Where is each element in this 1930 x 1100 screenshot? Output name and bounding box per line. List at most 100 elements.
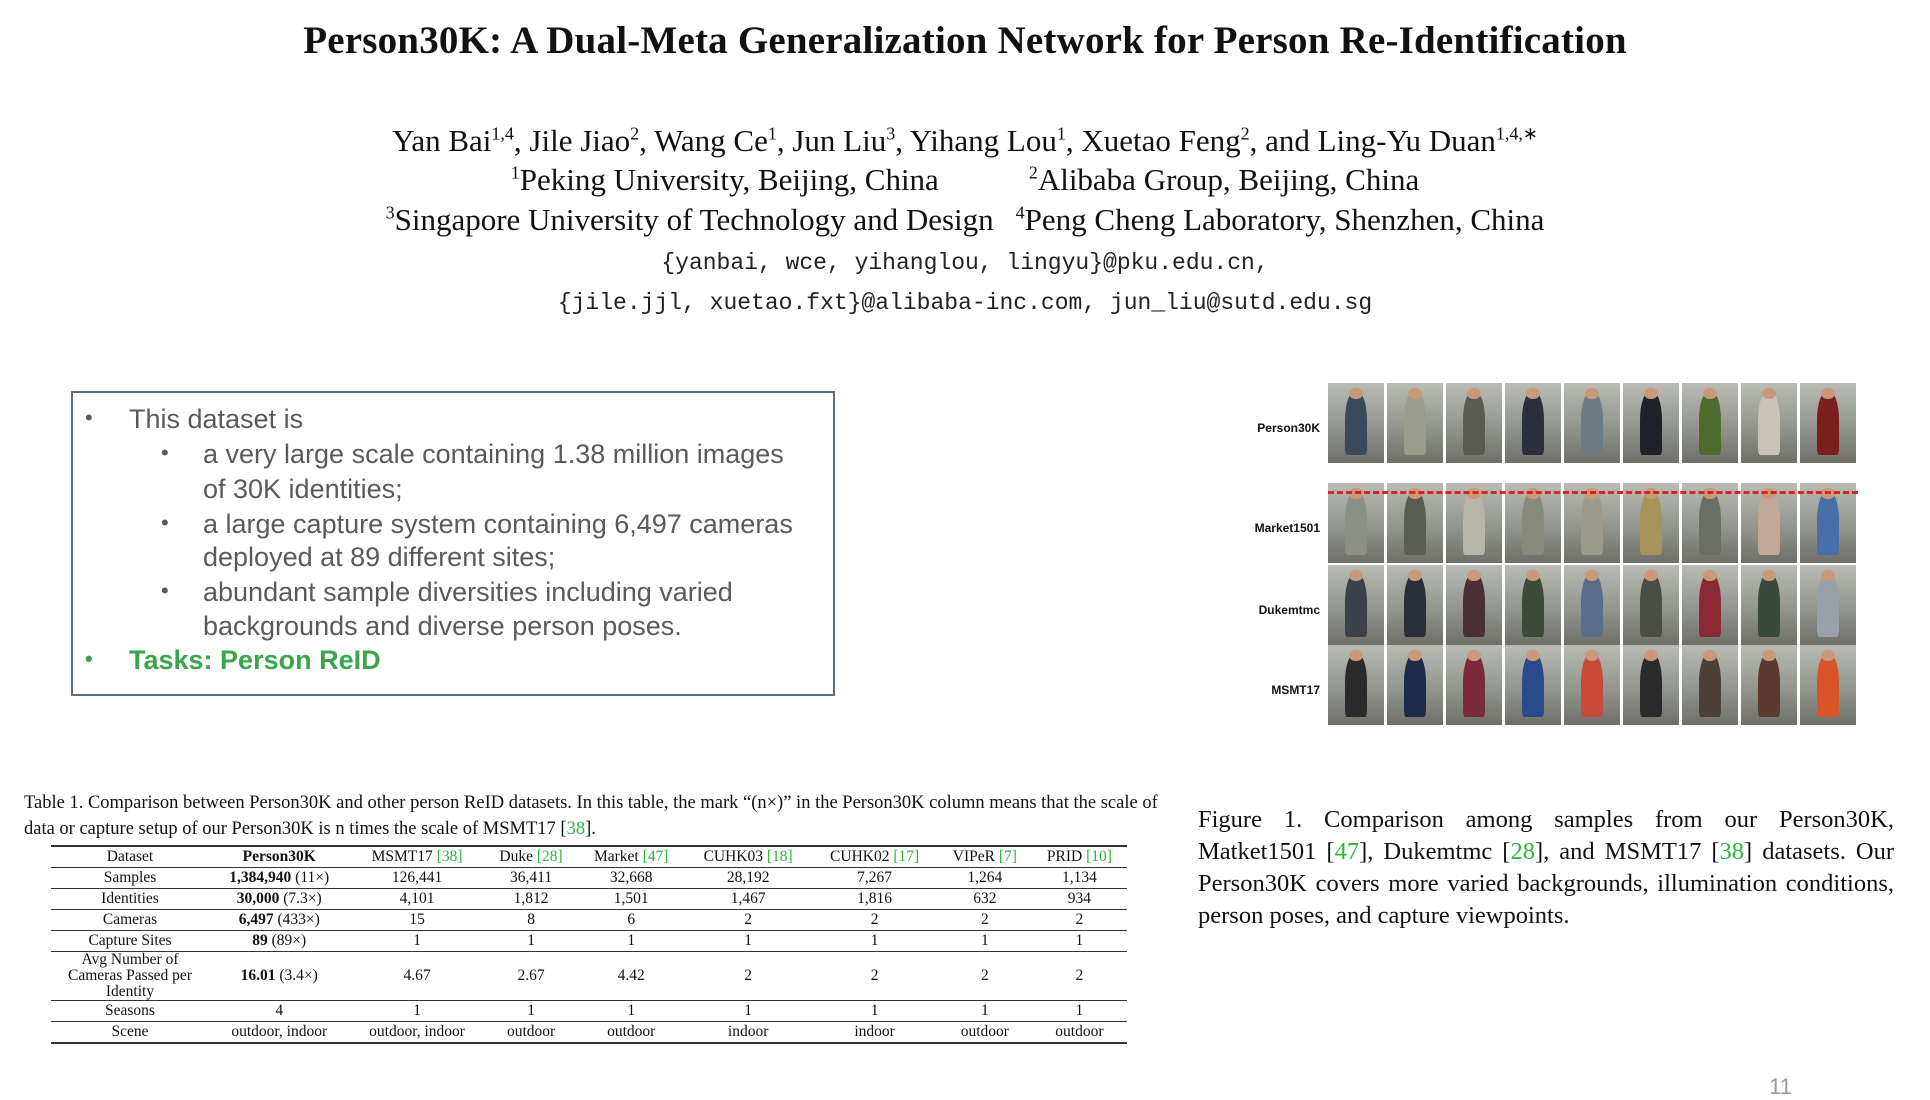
row-label: Samples	[103, 869, 157, 886]
citation-link[interactable]: 38	[1719, 838, 1745, 865]
table-cell: outdoor	[960, 1023, 1009, 1040]
bullet-marker: •	[161, 510, 169, 535]
author-name: Jun Liu	[792, 123, 887, 158]
table-cell: 1	[870, 932, 879, 949]
figure-row-label: MSMT17	[1271, 683, 1320, 697]
citation-link[interactable]: 28	[542, 848, 558, 865]
table-row: Avg Number of Cameras Passed per Identit…	[51, 952, 1127, 1001]
affiliation-mark: 1,4,∗	[1495, 123, 1538, 144]
column-header: Duke [28]	[499, 848, 563, 865]
person30k-ratio: (7.3×)	[283, 890, 322, 907]
row-label: Scene	[111, 1023, 149, 1040]
email-line-2: {jile.jjl, xuetao.fxt}@alibaba-inc.com, …	[557, 290, 1373, 316]
person-sample-image	[1505, 383, 1561, 463]
table-cell: 2	[1075, 911, 1084, 928]
affiliations-line-1: 1Peking University, Beijing, China 2Aliba…	[0, 162, 1930, 198]
person-sample-image	[1328, 483, 1384, 563]
person30k-ratio: (89×)	[271, 932, 307, 949]
table-cell: 934	[1067, 890, 1092, 907]
table-cell: 1	[744, 932, 752, 949]
figure-caption-text: ] datasets. Our Person30K covers more va…	[1198, 838, 1895, 929]
author-name: Yihang Lou	[909, 123, 1057, 158]
table-cell: outdoor	[607, 1023, 656, 1040]
person-sample-image	[1505, 645, 1561, 725]
person30k-value: 30,000	[236, 890, 280, 907]
citation-link[interactable]: 38	[566, 819, 586, 839]
citation-link[interactable]: 28	[1510, 838, 1535, 865]
figure-row-label: Dukemtmc	[1258, 603, 1320, 617]
bullet-diversity-line-1: abundant sample diversities including va…	[203, 577, 733, 607]
citation-link[interactable]: 17	[898, 848, 915, 865]
row-label: Seasons	[105, 1002, 155, 1019]
author-name: Wang Ce	[654, 123, 768, 158]
person30k-ratio: (11×)	[295, 869, 330, 886]
row-label: Avg Number of Cameras Passed per Identit…	[68, 951, 192, 1000]
table-cell: 1	[980, 1002, 989, 1019]
bullet-scale-line-1: a very large scale containing 1.38 milli…	[203, 439, 784, 469]
table-cell: 1	[980, 932, 989, 949]
table-cell: 2	[870, 967, 879, 984]
author-name: Jile Jiao	[529, 123, 631, 158]
table-caption-text: ].	[585, 819, 596, 839]
column-header-text: Person30K	[242, 848, 316, 865]
table-cell: 1	[627, 932, 636, 949]
column-header-text: VIPeR	[952, 848, 995, 865]
person-sample-image	[1800, 483, 1856, 563]
person-sample-image	[1682, 383, 1738, 463]
person-sample-image	[1328, 565, 1384, 645]
citation-link[interactable]: 47	[1334, 838, 1360, 865]
person-sample-image	[1446, 645, 1502, 725]
citation-link[interactable]: 47	[647, 848, 664, 865]
person30k-cell: outdoor, indoor	[209, 1022, 349, 1044]
person-sample-image	[1623, 483, 1679, 563]
citation-link[interactable]: 7	[1004, 848, 1012, 865]
author-name: Yan Bai	[392, 123, 492, 158]
person-sample-image	[1741, 645, 1797, 725]
affiliation-mark: 1,4	[491, 123, 514, 144]
table-cell: 2	[744, 967, 752, 984]
column-header-text: Market	[593, 848, 639, 865]
affiliation-mark: 1	[510, 162, 520, 183]
table-cell: 32,668	[609, 869, 653, 886]
person30k-cell: 1,384,940 (11×)	[209, 868, 349, 889]
affiliation-mark: 2	[630, 123, 640, 144]
column-header: Dataset	[51, 846, 209, 868]
person-sample-image	[1564, 383, 1620, 463]
affiliation-mark: 3	[385, 202, 395, 223]
citation-link[interactable]: 10	[1091, 848, 1107, 865]
page-number: 11	[1769, 1074, 1792, 1099]
table-cell: 2	[980, 911, 989, 928]
person-sample-image	[1564, 565, 1620, 645]
affiliation-alibaba: Alibaba Group, Beijing, China	[1037, 162, 1420, 197]
person30k-ratio: (433×)	[277, 911, 320, 928]
table-cell: 1,816	[857, 890, 893, 907]
citation-link[interactable]: 18	[772, 848, 788, 865]
table-cell: 28,192	[726, 869, 770, 886]
author-list: Yan Bai1,4, Jile Jiao2, Wang Ce1, Jun Li…	[392, 123, 1538, 158]
dataset-separator-line	[1328, 491, 1858, 494]
table-cell: 632	[973, 890, 997, 907]
tasks-label: Tasks: Person ReID	[129, 645, 381, 675]
affiliation-peking: Peking University, Beijing, China	[519, 162, 939, 197]
column-header-text: CUHK03	[703, 848, 763, 865]
table-cell: 4.67	[403, 967, 431, 984]
affiliation-mark: 2	[1028, 162, 1038, 183]
citation-link[interactable]: 38	[441, 848, 458, 865]
bullet-marker: •	[85, 405, 93, 430]
table-cell: 1	[870, 1002, 879, 1019]
table-cell: outdoor, indoor	[369, 1023, 465, 1040]
person-sample-image	[1387, 565, 1443, 645]
column-header-text: Duke	[499, 848, 533, 865]
bullet-intro: This dataset is	[129, 404, 304, 434]
affiliation-mark: 1	[767, 123, 777, 144]
person-sample-image	[1741, 565, 1797, 645]
column-header-text: MSMT17	[371, 848, 433, 865]
person-sample-image	[1505, 483, 1561, 563]
bullet-scale-line-2: of 30K identities;	[203, 474, 403, 504]
table-cell: 15	[409, 911, 425, 928]
person-sample-image	[1682, 645, 1738, 725]
person-sample-image	[1741, 483, 1797, 563]
person30k-value: 1,384,940	[229, 869, 292, 886]
